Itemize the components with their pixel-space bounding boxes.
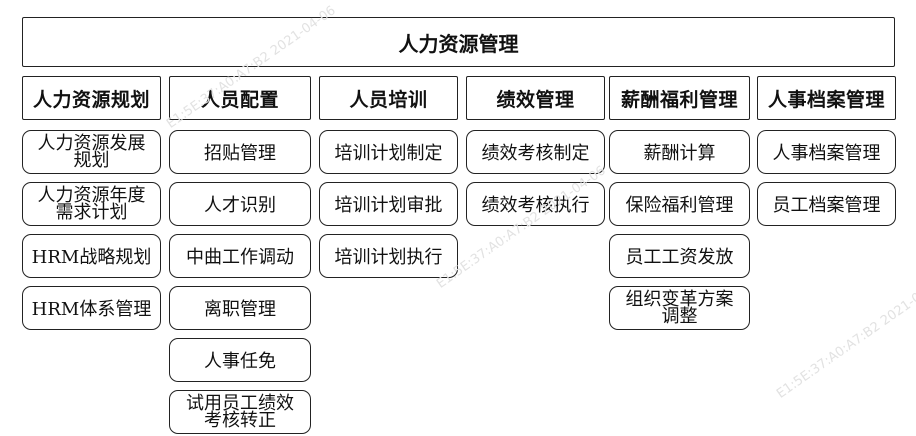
item-label-line: 中曲工作调动 bbox=[186, 247, 294, 268]
item-label-line: 人事任免 bbox=[204, 351, 276, 372]
item-label: 人事档案管理 bbox=[773, 139, 881, 165]
item-node: 员工档案管理 bbox=[757, 182, 896, 226]
item-label: 薪酬计算 bbox=[644, 139, 716, 165]
watermark-text: E1:5E:37:A0:A7:B2 2021-04-06 bbox=[774, 273, 916, 402]
item-label-line: 绩效考核执行 bbox=[481, 195, 590, 216]
item-node: 绩效考核制定 bbox=[466, 130, 605, 174]
item-label-line: HRM战略规划 bbox=[31, 247, 152, 268]
category-node: 人力资源规划 bbox=[22, 76, 161, 120]
item-label-line: 试用员工绩效 bbox=[186, 393, 294, 414]
item-label-line: 调整 bbox=[661, 306, 698, 327]
category-node: 人员培训 bbox=[319, 76, 458, 120]
item-label-line: 人才识别 bbox=[204, 195, 276, 216]
item-label-line: 需求计划 bbox=[55, 202, 128, 223]
item-label-line: 员工工资发放 bbox=[625, 247, 734, 268]
item-label-line: 组织变革方案 bbox=[625, 289, 734, 310]
item-node: 绩效考核执行 bbox=[466, 182, 605, 226]
item-label-line: 培训计划制定 bbox=[334, 143, 443, 164]
item-label-line: 人事档案管理 bbox=[772, 143, 881, 164]
item-label: 试用员工绩效考核转正 bbox=[186, 393, 294, 431]
item-node: 保险福利管理 bbox=[609, 182, 750, 226]
category-node: 绩效管理 bbox=[466, 76, 605, 120]
item-label-line: 离职管理 bbox=[204, 299, 276, 320]
category-node: 人员配置 bbox=[169, 76, 311, 120]
item-label-line: 员工档案管理 bbox=[772, 195, 881, 216]
item-node: 培训计划审批 bbox=[319, 182, 458, 226]
item-label-line: 人力资源发展 bbox=[37, 133, 146, 154]
item-label-line: 规划 bbox=[73, 150, 110, 171]
item-node: 薪酬计算 bbox=[609, 130, 750, 174]
item-label: 中曲工作调动 bbox=[186, 243, 294, 269]
item-label: 培训计划审批 bbox=[335, 191, 443, 217]
item-label: 人力资源发展规划 bbox=[37, 133, 146, 171]
item-label: HRM体系管理 bbox=[32, 295, 152, 321]
item-label-line: 培训计划执行 bbox=[334, 247, 443, 268]
item-node: 人事档案管理 bbox=[757, 130, 896, 174]
item-node: 离职管理 bbox=[169, 286, 311, 330]
item-label-line: 保险福利管理 bbox=[625, 195, 734, 216]
item-label: 培训计划执行 bbox=[335, 243, 443, 269]
item-node: 培训计划制定 bbox=[319, 130, 458, 174]
item-label-line: HRM体系管理 bbox=[31, 299, 152, 320]
item-node: 人才识别 bbox=[169, 182, 311, 226]
item-node: 培训计划执行 bbox=[319, 234, 458, 278]
item-label: 人才识别 bbox=[204, 191, 276, 217]
item-label: 离职管理 bbox=[204, 295, 276, 321]
item-label: 招贴管理 bbox=[204, 139, 276, 165]
category-node: 薪酬福利管理 bbox=[609, 76, 750, 120]
item-label-line: 薪酬计算 bbox=[643, 143, 716, 164]
item-node: 人力资源发展规划 bbox=[22, 130, 161, 174]
item-label: 绩效考核执行 bbox=[482, 191, 590, 217]
item-label: 绩效考核制定 bbox=[482, 139, 590, 165]
item-label: 员工档案管理 bbox=[773, 191, 881, 217]
item-node: 中曲工作调动 bbox=[169, 234, 311, 278]
item-label: HRM战略规划 bbox=[32, 243, 152, 269]
item-label: 人力资源年度需求计划 bbox=[37, 185, 146, 223]
item-label: 人事任免 bbox=[204, 347, 276, 373]
item-label: 员工工资发放 bbox=[626, 243, 734, 269]
item-label-line: 招贴管理 bbox=[204, 143, 276, 164]
category-node: 人事档案管理 bbox=[757, 76, 896, 120]
item-label: 培训计划制定 bbox=[335, 139, 443, 165]
item-node: HRM体系管理 bbox=[22, 286, 161, 330]
item-label-line: 考核转正 bbox=[204, 410, 276, 431]
item-label-line: 培训计划审批 bbox=[334, 195, 443, 216]
item-node: HRM战略规划 bbox=[22, 234, 161, 278]
item-node: 招贴管理 bbox=[169, 130, 311, 174]
item-label: 组织变革方案调整 bbox=[625, 289, 734, 327]
item-node: 员工工资发放 bbox=[609, 234, 750, 278]
item-node: 组织变革方案调整 bbox=[609, 286, 750, 330]
item-node: 试用员工绩效考核转正 bbox=[169, 390, 311, 434]
item-label-line: 人力资源年度 bbox=[37, 185, 146, 206]
item-label: 保险福利管理 bbox=[626, 191, 734, 217]
item-label-line: 绩效考核制定 bbox=[481, 143, 590, 164]
item-node: 人事任免 bbox=[169, 338, 311, 382]
item-node: 人力资源年度需求计划 bbox=[22, 182, 161, 226]
root-node: 人力资源管理 bbox=[22, 17, 895, 67]
